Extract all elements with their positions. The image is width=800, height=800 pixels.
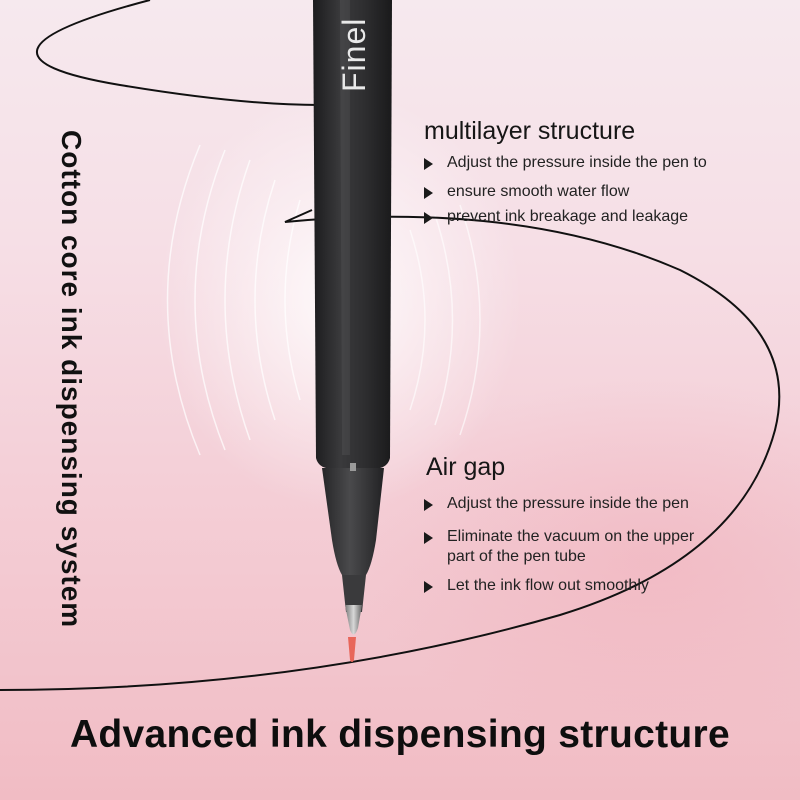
wave-arcs-left [166,144,301,456]
pen-metal-tip [345,605,362,635]
pen-sleeve [342,575,366,612]
triangle-bullet-icon [424,187,433,199]
wave-arc [194,149,226,451]
wave-arc [409,229,426,411]
wave-arc [224,159,251,441]
wave-arc [254,179,276,421]
vertical-title: Cotton core ink dispensing system [56,130,87,629]
triangle-bullet-icon [424,212,433,224]
air-gap-heading: Air gap [426,453,506,481]
pen-brand-text: Finel [336,17,372,92]
triangle-bullet-icon [424,532,433,544]
wave-arc [166,144,201,456]
pen [313,0,392,662]
pen-felt-tip [348,637,356,662]
pen-neck [322,468,384,575]
wave-arc [284,199,301,401]
wave-arc [459,204,481,436]
triangle-bullet-icon [424,158,433,170]
pen-highlight [340,0,350,455]
wave-arc [434,214,454,426]
multilayer-heading: multilayer structure [424,117,636,145]
pen-ring [350,463,356,471]
triangle-bullet-icon [424,499,433,511]
triangle-bullet-icon [424,581,433,593]
bottom-title: Advanced ink dispensing structure [69,713,731,756]
decorative-curve [36,0,321,106]
pen-body [313,0,392,468]
decorative-curve [0,209,781,691]
wave-arcs-right [409,204,481,436]
